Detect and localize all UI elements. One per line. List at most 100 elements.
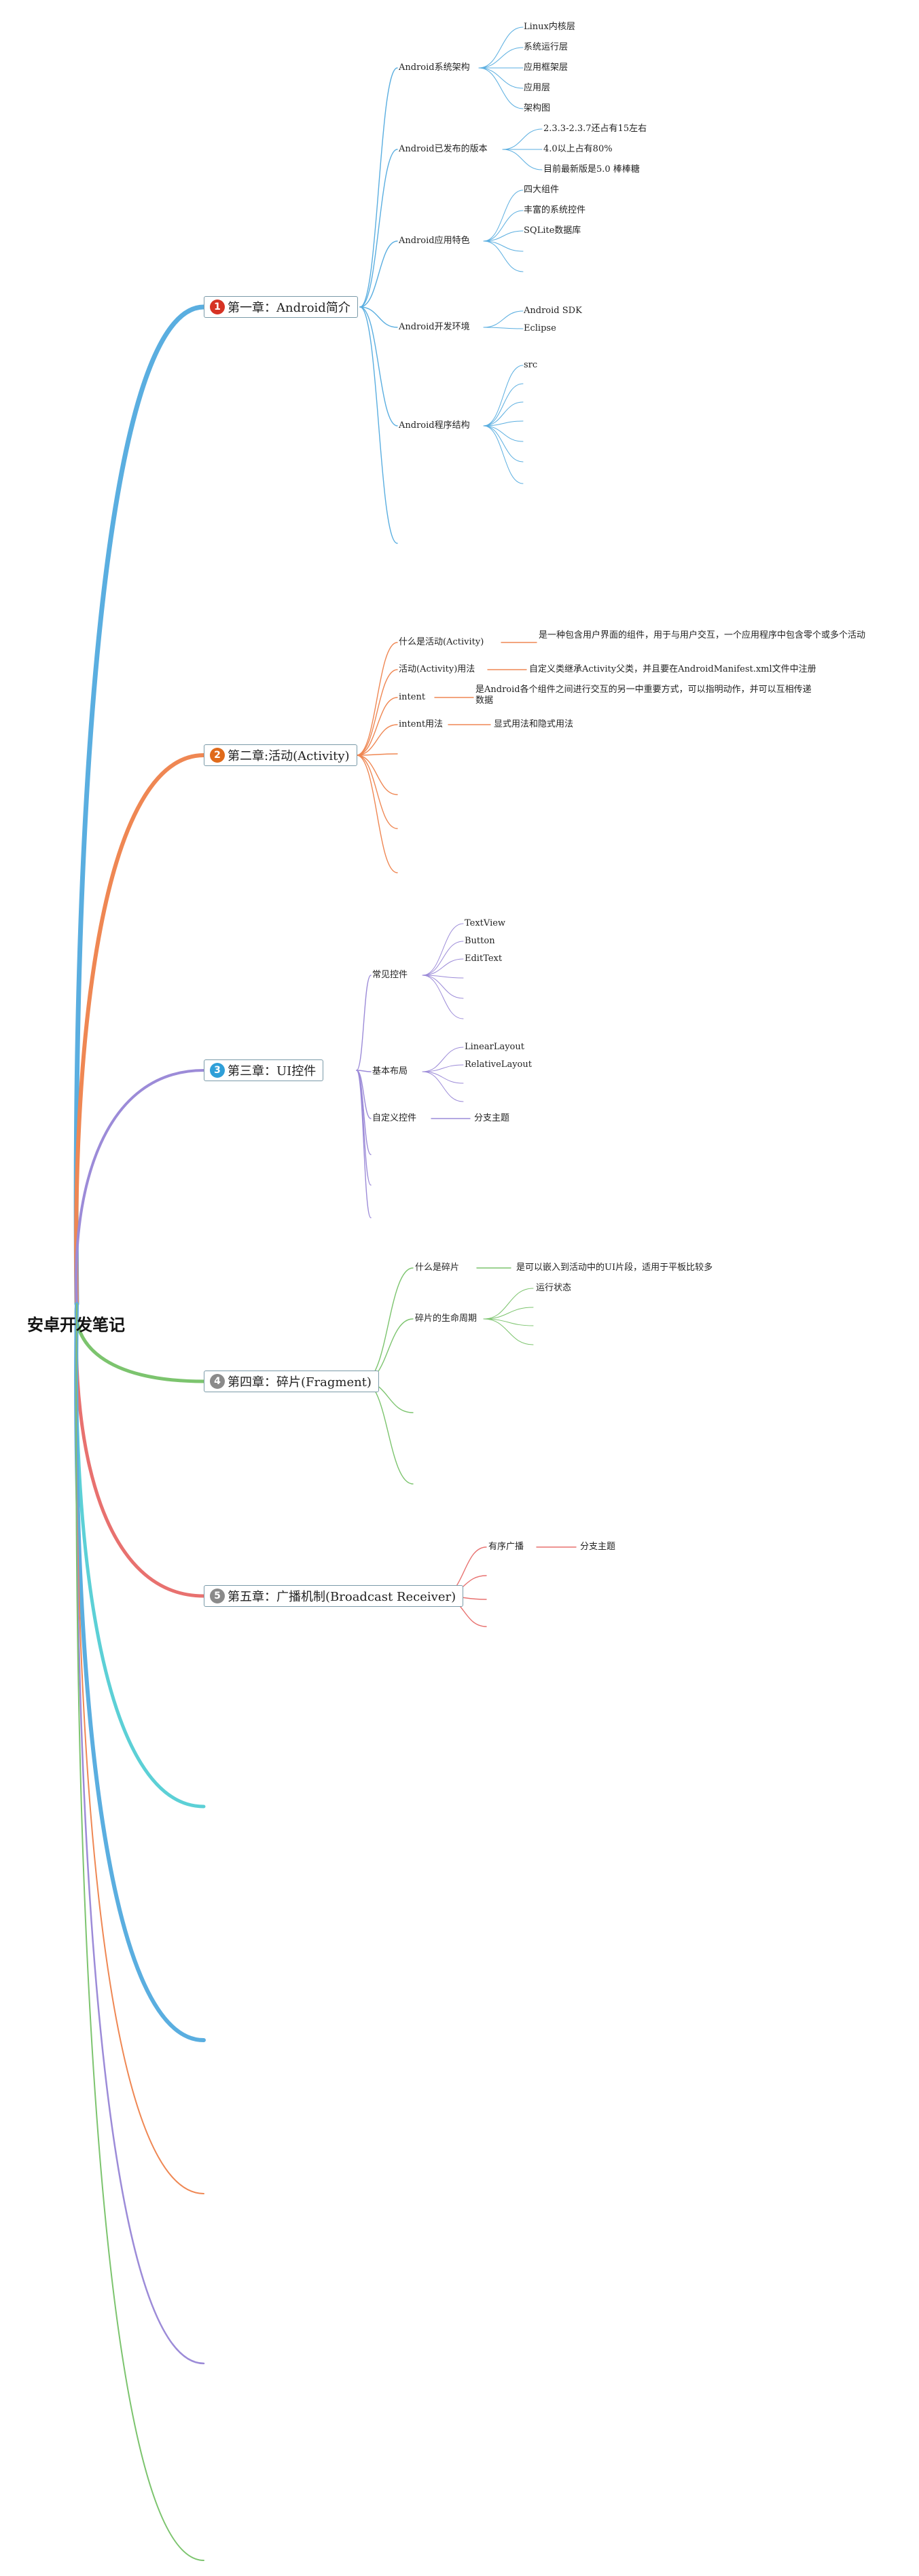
topic-activity-usage[interactable]: 活动(Activity)用法 xyxy=(399,664,475,674)
topic-custom-widget[interactable]: 自定义控件 xyxy=(372,1113,417,1123)
leaf-branch-line xyxy=(478,26,524,69)
topic-detail[interactable]: 是可以嵌入到活动中的UI片段，适用于平板比较多 xyxy=(516,1263,713,1273)
topic-branch-line xyxy=(356,753,398,756)
topic-detail[interactable]: 是一种包含用户界面的组件，用于与用户交互，一个应用程序中包含零个或多个活动 xyxy=(539,630,866,640)
leaf-item[interactable]: Android SDK xyxy=(524,306,582,316)
leaf-branch-line xyxy=(422,975,464,999)
root-topic[interactable]: 安卓开发笔记 xyxy=(27,1316,125,1335)
topic-app-features[interactable]: Android应用特色 xyxy=(399,236,470,246)
topic-branch-line xyxy=(363,1267,414,1382)
leaf-branch-line xyxy=(422,1064,464,1072)
topic-branch-line xyxy=(356,1070,372,1186)
topic-branch-line xyxy=(356,724,398,756)
main-branch-line xyxy=(73,304,206,1307)
leaf-branch-line xyxy=(422,1071,464,1084)
topic-branch-line xyxy=(356,642,398,756)
main-branch-line xyxy=(74,753,206,1306)
leaf-item[interactable]: 架构图 xyxy=(524,103,551,113)
leaf-branch-line xyxy=(483,425,524,484)
leaf-branch-line xyxy=(483,365,524,427)
chapter-number-badge: 2 xyxy=(210,748,225,763)
leaf-item[interactable]: 目前最新版是5.0 棒棒糖 xyxy=(543,164,640,175)
topic-branch-line xyxy=(359,149,398,308)
topic-branch-line xyxy=(356,697,398,756)
leaf-branch-line xyxy=(483,401,524,427)
topic-detail[interactable]: 是Android各个组件之间进行交互的另一中重要方式，可以指明动作，并可以互相传… xyxy=(475,685,812,706)
topic-intent-usage[interactable]: intent用法 xyxy=(399,719,444,729)
chapter-1-node[interactable]: 1 第一章：Android简介 xyxy=(204,296,358,318)
chapter-2-node[interactable]: 2 第二章:活动(Activity) xyxy=(204,744,357,766)
topic-branch-line xyxy=(359,240,398,308)
leaf-branch-line xyxy=(478,67,524,109)
leaf-item[interactable]: TextView xyxy=(465,918,506,928)
leaf-branch-line xyxy=(422,975,464,1019)
chapter-3-node[interactable]: 3 第三章：UI控件 xyxy=(204,1059,324,1081)
topic-branch-line xyxy=(356,755,398,829)
topic-what-is-fragment[interactable]: 什么是碎片 xyxy=(415,1263,460,1273)
topic-ordered-broadcast[interactable]: 有序广播 xyxy=(488,1542,524,1552)
leaf-item[interactable]: 应用框架层 xyxy=(524,62,569,73)
chapter-5-title: 第五章：广播机制(Broadcast Receiver) xyxy=(228,1590,456,1604)
topic-detail[interactable]: 显式用法和隐式用法 xyxy=(494,719,574,729)
leaf-branch-line xyxy=(483,230,524,242)
topic-branch-line xyxy=(359,67,398,308)
topic-branch-line xyxy=(356,755,398,795)
topic-released-versions[interactable]: Android已发布的版本 xyxy=(399,144,488,154)
chapter-number-badge: 4 xyxy=(210,1374,225,1389)
topic-detail[interactable]: 分支主题 xyxy=(474,1113,510,1123)
chapter-5-node[interactable]: 5 第五章：广播机制(Broadcast Receiver) xyxy=(204,1585,464,1607)
leaf-item[interactable]: SQLite数据库 xyxy=(524,225,581,236)
chapter-number-badge: 5 xyxy=(210,1589,225,1603)
leaf-item[interactable]: 2.3.3-2.3.7还占有15左右 xyxy=(543,124,647,134)
main-branch-line xyxy=(75,1303,204,2194)
topic-branch-line xyxy=(359,306,398,328)
leaf-item[interactable]: src xyxy=(524,360,538,370)
main-branch-line xyxy=(74,1302,206,2042)
leaf-branch-line xyxy=(483,383,524,427)
leaf-item[interactable]: RelativeLayout xyxy=(465,1059,532,1070)
leaf-branch-line xyxy=(502,128,543,150)
topic-intent[interactable]: intent xyxy=(399,692,426,702)
main-branch-line xyxy=(74,1302,206,1598)
leaf-item[interactable]: EditText xyxy=(465,954,503,964)
chapter-4-title: 第四章：碎片(Fragment) xyxy=(228,1375,372,1390)
topic-fragment-lifecycle[interactable]: 碎片的生命周期 xyxy=(415,1313,477,1324)
leaf-item[interactable]: Eclipse xyxy=(524,323,556,333)
topic-program-structure[interactable]: Android程序结构 xyxy=(399,420,470,431)
leaf-branch-line xyxy=(478,47,524,69)
chapter-number-badge: 1 xyxy=(210,300,225,314)
topic-what-is-activity[interactable]: 什么是活动(Activity) xyxy=(399,637,484,647)
leaf-branch-line xyxy=(483,240,524,272)
leaf-item[interactable]: Linux内核层 xyxy=(524,22,575,32)
leaf-branch-line xyxy=(483,1318,534,1326)
topic-detail[interactable]: 分支主题 xyxy=(580,1542,616,1552)
topic-branch-line xyxy=(356,755,398,873)
topic-system-architecture[interactable]: Android系统架构 xyxy=(399,62,470,73)
leaf-branch-line xyxy=(422,958,464,976)
main-branch-line xyxy=(75,1069,205,1305)
main-branch-line xyxy=(75,1303,205,2365)
topic-branch-line xyxy=(356,669,398,756)
leaf-branch-line xyxy=(483,240,524,252)
chapter-4-node[interactable]: 4 第四章：碎片(Fragment) xyxy=(204,1371,379,1392)
leaf-branch-line xyxy=(422,975,464,979)
leaf-item[interactable]: 四大组件 xyxy=(524,185,560,195)
leaf-item[interactable]: 系统运行层 xyxy=(524,42,569,52)
leaf-item[interactable]: 运行状态 xyxy=(536,1283,572,1293)
topic-branch-line xyxy=(356,1070,372,1119)
topic-branch-line xyxy=(359,306,398,544)
topic-branch-line xyxy=(359,306,398,427)
leaf-item[interactable]: 应用层 xyxy=(524,83,551,93)
topic-detail[interactable]: 自定义类继承Activity父类，并且要在AndroidManifest.xml… xyxy=(529,664,816,674)
topic-common-widgets[interactable]: 常见控件 xyxy=(372,970,408,980)
topic-branch-line xyxy=(356,1070,372,1072)
leaf-item[interactable]: 丰富的系统控件 xyxy=(524,205,586,215)
leaf-branch-line xyxy=(422,1047,464,1072)
leaf-branch-line xyxy=(502,149,543,170)
leaf-item[interactable]: LinearLayout xyxy=(465,1042,524,1052)
leaf-branch-line xyxy=(483,420,524,427)
topic-dev-environment[interactable]: Android开发环境 xyxy=(399,322,470,332)
leaf-item[interactable]: 4.0以上占有80% xyxy=(543,144,613,154)
topic-basic-layout[interactable]: 基本布局 xyxy=(372,1066,408,1076)
leaf-item[interactable]: Button xyxy=(465,936,495,946)
